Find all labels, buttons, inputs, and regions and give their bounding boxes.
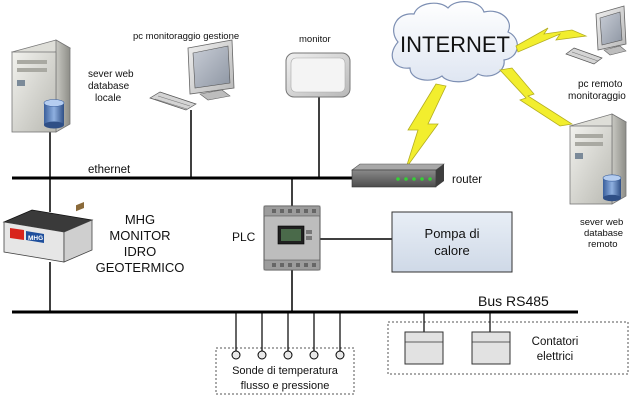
local-server-label-1: sever web [88,69,134,80]
monitor-icon [285,52,351,98]
heat-pump-label-2: calore [434,243,469,258]
router-led [396,177,400,181]
monitor-label: monitor [299,34,331,45]
bus-rs485-label: Bus RS485 [478,293,549,309]
pc-remote-label-2: monitoraggio [568,91,626,102]
router-led [412,177,416,181]
sensor-probe-icon [309,350,319,360]
local-server-icon [10,39,72,133]
router-icon [351,163,445,188]
sensors-label-1: Sonde di temperatura [232,365,339,377]
lightning-bolt-server-remote-icon [499,67,574,127]
sensors-group-box [215,347,355,395]
internet-label: INTERNET [400,32,510,57]
lightning-bolt-router-icon [405,83,447,169]
mhg-title-line-3: IDRO [124,244,157,259]
electric-meter-icon [404,331,444,365]
remote-server-label-2: database [584,228,623,239]
sensor-probe-icon [257,350,267,360]
pc-remote-computer-icon [565,5,627,65]
pc-remote-label-1: pc remoto [578,79,623,90]
local-server-label-3: locale [95,93,122,104]
pc-gestione-label: pc monitoraggio gestione [133,31,239,42]
sensor-probe-icon [283,350,293,360]
mhg-title-line-4: GEOTERMICO [96,260,185,275]
sensor-probe-icon [231,350,241,360]
mhg-title-line-1: MHG [125,212,155,227]
lightning-bolt-pc-remote-icon [515,27,588,53]
sensor-probe-icon [335,350,345,360]
mhg-device-brand: MHG [28,235,43,242]
heat-pump-box [391,211,513,273]
sensors-label-2: flusso e pressione [241,380,330,392]
plc-device-icon [263,205,321,271]
mhg-device-icon [2,202,94,263]
router-led [428,177,432,181]
local-server-label-2: database [88,81,130,92]
meters-label-2: elettrici [537,351,573,363]
meters-group-box [387,321,629,375]
plc-label: PLC [232,230,256,244]
heat-pump-label-1: Pompa di [425,226,480,241]
remote-server-label-1: sever web [580,217,623,228]
router-led [404,177,408,181]
meters-label-1: Contatori [532,336,579,348]
pc-gestione-computer-icon [149,39,235,111]
remote-server-label-3: remoto [588,239,618,250]
mhg-title-line-2: MONITOR [109,228,170,243]
electric-meter-icon [471,331,511,365]
router-led [420,177,424,181]
ethernet-label: ethernet [88,164,131,176]
remote-server-icon [568,113,628,205]
router-label: router [452,174,482,186]
